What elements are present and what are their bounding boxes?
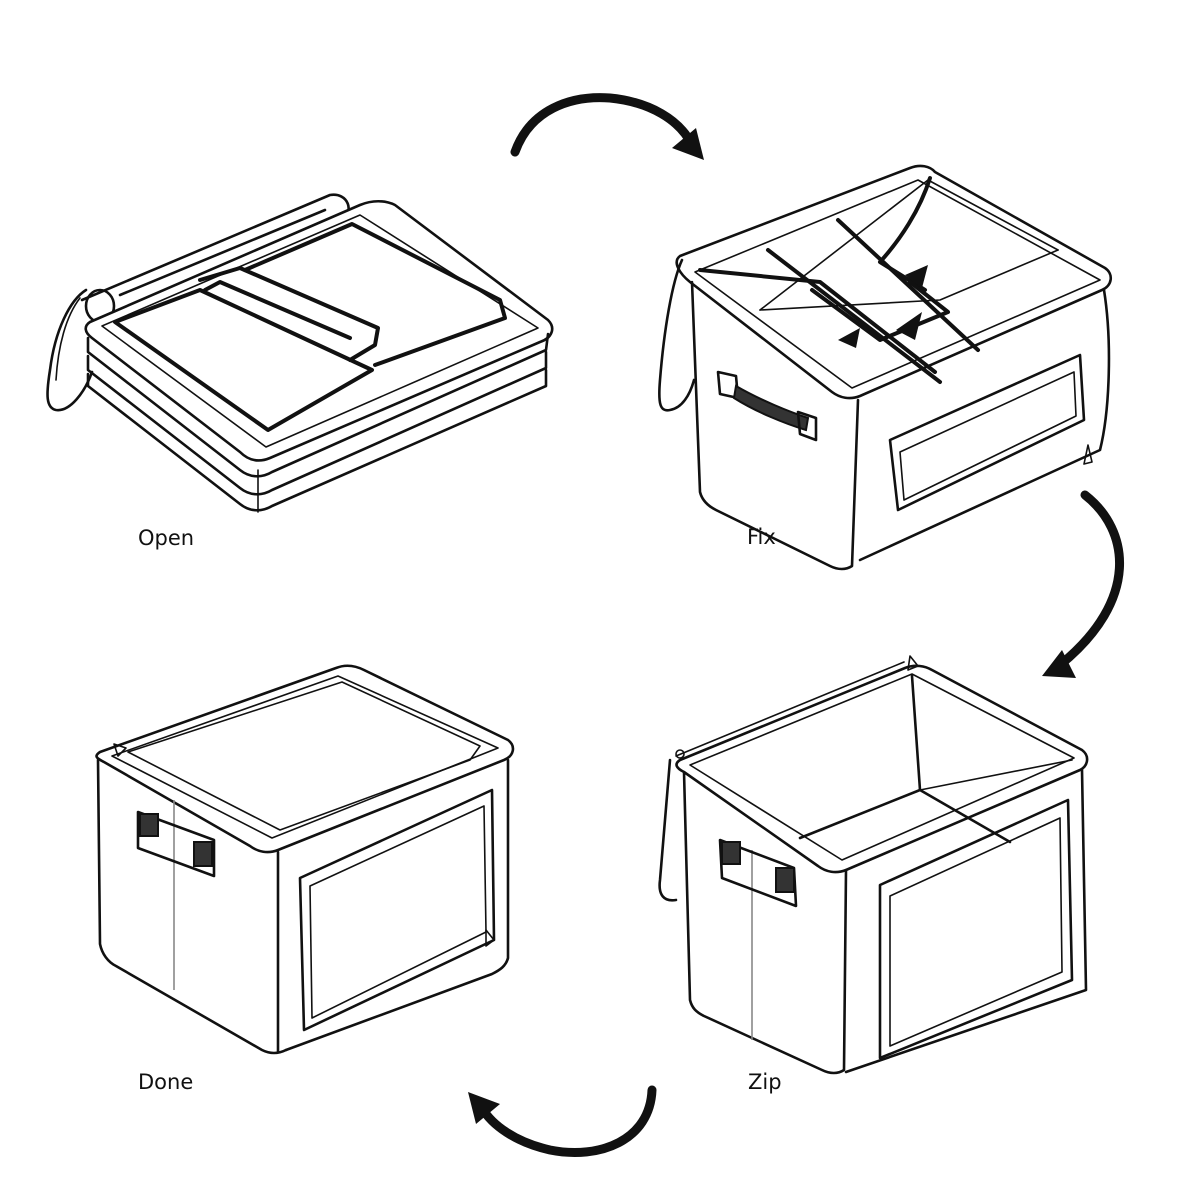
folded-box-illustration <box>46 193 554 513</box>
box-fix-illustration <box>658 164 1112 571</box>
arrow-fix-to-zip-icon <box>1042 490 1124 678</box>
box-zip-illustration <box>658 655 1089 1075</box>
arrow-zip-to-done-icon <box>468 1085 657 1157</box>
step-label-zip: Zip <box>748 1070 782 1094</box>
step-label-fix: Fix <box>747 525 776 549</box>
arrow-open-to-fix-icon <box>510 93 704 160</box>
box-done-illustration <box>95 664 515 1055</box>
step-label-done: Done <box>138 1070 194 1094</box>
step-label-open: Open <box>138 526 195 550</box>
